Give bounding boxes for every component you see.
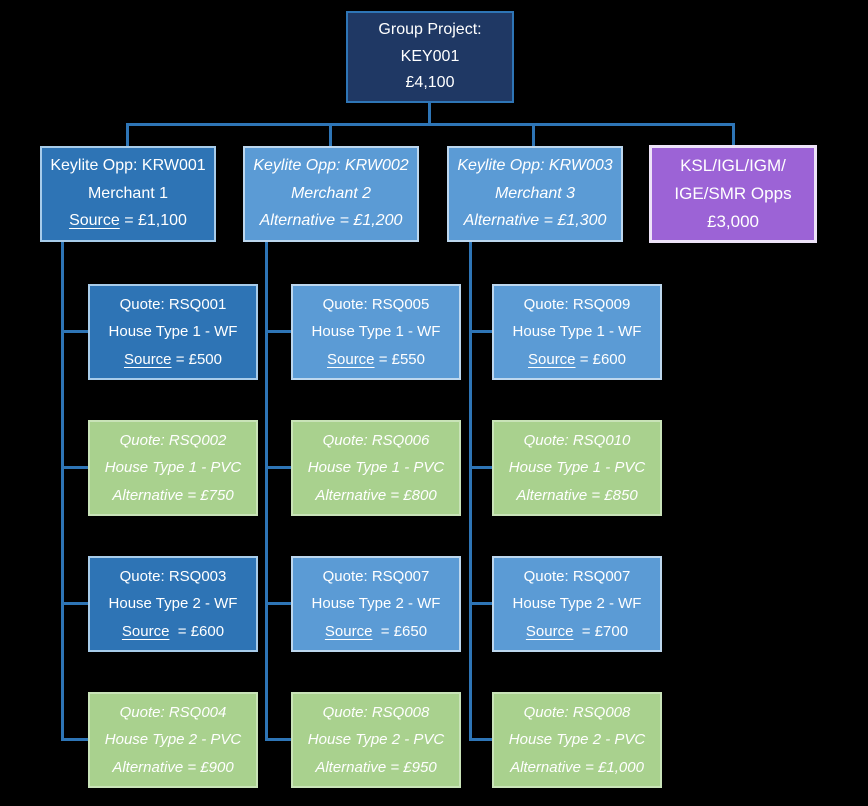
quote-box-rsq007-col2: Quote: RSQ007 House Type 2 - WF Source =… bbox=[291, 556, 461, 652]
quote-desc: House Type 1 - PVC bbox=[307, 459, 445, 477]
connector-col3-row4-stub bbox=[469, 738, 492, 741]
quote-desc: House Type 2 - PVC bbox=[104, 731, 242, 749]
connector-col3-row3-stub bbox=[469, 602, 492, 605]
quote-id: Quote: RSQ007 bbox=[322, 568, 430, 586]
quote-id: Quote: RSQ008 bbox=[322, 704, 430, 722]
root-node-key001: Group Project: KEY001 £4,100 bbox=[346, 11, 514, 103]
quote-id: Quote: RSQ003 bbox=[119, 568, 227, 586]
quote-value: Source = £600 bbox=[528, 350, 626, 368]
quote-box-rsq007-col3: Quote: RSQ007 House Type 2 - WF Source =… bbox=[492, 556, 662, 652]
quote-box-rsq003: Quote: RSQ003 House Type 2 - WF Source =… bbox=[88, 556, 258, 652]
opportunity-name: Merchant 2 bbox=[290, 184, 372, 202]
quote-desc: House Type 2 - WF bbox=[512, 595, 642, 613]
quote-desc: House Type 2 - PVC bbox=[307, 731, 445, 749]
connector-col2-row1-stub bbox=[265, 330, 291, 333]
root-title: Group Project: bbox=[378, 21, 482, 39]
quote-value: Alternative = £750 bbox=[112, 486, 234, 504]
quote-box-rsq005: Quote: RSQ005 House Type 1 - WF Source =… bbox=[291, 284, 461, 380]
quote-value: Alternative = £950 bbox=[315, 758, 437, 776]
quote-desc: House Type 1 - WF bbox=[108, 323, 238, 341]
quote-value: Alternative = £800 bbox=[315, 486, 437, 504]
other-opps-value: £3,000 bbox=[707, 212, 759, 232]
opportunity-id: Keylite Opp: KRW003 bbox=[457, 157, 613, 175]
other-opps-line1: KSL/IGL/IGM/ bbox=[680, 156, 786, 176]
quote-id: Quote: RSQ007 bbox=[523, 568, 631, 586]
quote-id: Quote: RSQ006 bbox=[322, 432, 430, 450]
quote-box-rsq008-col3: Quote: RSQ008 House Type 2 - PVC Alterna… bbox=[492, 692, 662, 788]
quote-id: Quote: RSQ009 bbox=[523, 296, 631, 314]
quote-desc: House Type 2 - PVC bbox=[508, 731, 646, 749]
quote-id: Quote: RSQ005 bbox=[322, 296, 430, 314]
quote-id: Quote: RSQ008 bbox=[523, 704, 631, 722]
quote-id: Quote: RSQ001 bbox=[119, 296, 227, 314]
quote-value: Alternative = £850 bbox=[516, 486, 638, 504]
quote-desc: House Type 1 - WF bbox=[311, 323, 441, 341]
quote-value: Source = £500 bbox=[124, 350, 222, 368]
connector-col3-row2-stub bbox=[469, 466, 492, 469]
quote-desc: House Type 1 - WF bbox=[512, 323, 642, 341]
connector-root-stub bbox=[428, 102, 431, 126]
quote-box-rsq010: Quote: RSQ010 House Type 1 - PVC Alterna… bbox=[492, 420, 662, 516]
quote-value: Alternative = £1,000 bbox=[510, 758, 644, 776]
connector-col3-row1-stub bbox=[469, 330, 492, 333]
connector-col2-row3-stub bbox=[265, 602, 291, 605]
connector-col2-row2-stub bbox=[265, 466, 291, 469]
opportunity-value: Source = £1,100 bbox=[69, 212, 187, 230]
connector-col1-row1-stub bbox=[61, 330, 88, 333]
quote-value: Source = £650 bbox=[324, 622, 428, 640]
other-opps-node: KSL/IGL/IGM/ IGE/SMR Opps £3,000 bbox=[649, 145, 817, 243]
connector-stub-krw001 bbox=[126, 123, 129, 147]
quote-box-rsq002: Quote: RSQ002 House Type 1 - PVC Alterna… bbox=[88, 420, 258, 516]
quote-value: Source = £700 bbox=[525, 622, 629, 640]
connector-col1-row3-stub bbox=[61, 602, 88, 605]
connector-bus bbox=[126, 123, 735, 126]
quote-id: Quote: RSQ010 bbox=[523, 432, 631, 450]
root-id: KEY001 bbox=[400, 47, 460, 65]
quote-id: Quote: RSQ004 bbox=[119, 704, 227, 722]
root-value: £4,100 bbox=[405, 74, 455, 92]
connector-stub-other-opps bbox=[732, 123, 735, 147]
connector-col2-trunk bbox=[265, 242, 268, 740]
connector-col1-row4-stub bbox=[61, 738, 88, 741]
opportunity-name: Merchant 1 bbox=[87, 184, 169, 202]
quote-id: Quote: RSQ002 bbox=[119, 432, 227, 450]
opportunity-value: Alternative = £1,200 bbox=[259, 212, 403, 230]
connector-stub-krw002 bbox=[329, 123, 332, 147]
quote-desc: House Type 2 - WF bbox=[311, 595, 441, 613]
quote-box-rsq009: Quote: RSQ009 House Type 1 - WF Source =… bbox=[492, 284, 662, 380]
quote-value: Alternative = £900 bbox=[112, 758, 234, 776]
connector-col2-row4-stub bbox=[265, 738, 291, 741]
opportunity-node-krw003: Keylite Opp: KRW003 Merchant 3 Alternati… bbox=[447, 146, 623, 242]
opportunity-id: Keylite Opp: KRW002 bbox=[253, 157, 409, 175]
quote-value: Source = £600 bbox=[121, 622, 225, 640]
connector-col3-trunk bbox=[469, 242, 472, 740]
quote-value: Source = £550 bbox=[327, 350, 425, 368]
opportunity-value: Alternative = £1,300 bbox=[463, 212, 607, 230]
quote-box-rsq008-col2: Quote: RSQ008 House Type 2 - PVC Alterna… bbox=[291, 692, 461, 788]
quote-box-rsq006: Quote: RSQ006 House Type 1 - PVC Alterna… bbox=[291, 420, 461, 516]
opportunity-id: Keylite Opp: KRW001 bbox=[50, 157, 206, 175]
quote-desc: House Type 1 - PVC bbox=[508, 459, 646, 477]
opportunity-name: Merchant 3 bbox=[494, 184, 576, 202]
connector-stub-krw003 bbox=[532, 123, 535, 147]
quote-desc: House Type 1 - PVC bbox=[104, 459, 242, 477]
other-opps-line2: IGE/SMR Opps bbox=[674, 184, 792, 204]
quote-desc: House Type 2 - WF bbox=[108, 595, 238, 613]
connector-col1-trunk bbox=[61, 242, 64, 740]
connector-col1-row2-stub bbox=[61, 466, 88, 469]
opportunity-node-krw002: Keylite Opp: KRW002 Merchant 2 Alternati… bbox=[243, 146, 419, 242]
quote-box-rsq004: Quote: RSQ004 House Type 2 - PVC Alterna… bbox=[88, 692, 258, 788]
quote-box-rsq001: Quote: RSQ001 House Type 1 - WF Source =… bbox=[88, 284, 258, 380]
opportunity-node-krw001: Keylite Opp: KRW001 Merchant 1 Source = … bbox=[40, 146, 216, 242]
